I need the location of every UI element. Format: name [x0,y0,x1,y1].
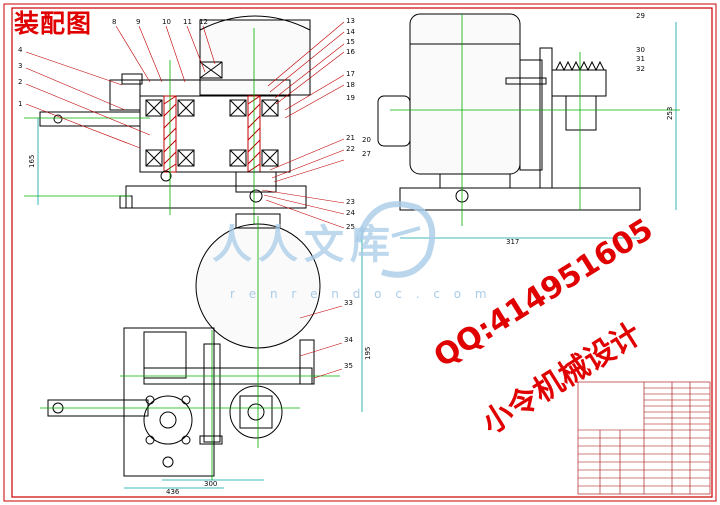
part-label: 25 [346,223,355,231]
top-lower-block [199,435,223,445]
front-bracket-cap [121,73,143,85]
part-label: 3 [18,62,22,70]
top-side-plate [299,339,315,385]
part-label: 29 [636,12,645,20]
inner-frame [11,7,713,498]
side-lever [505,77,547,85]
part-label: 33 [344,299,353,307]
top-gear-hub [247,403,265,421]
top-gear [229,385,283,439]
part-label: 16 [346,48,355,56]
side-base-plate [399,187,641,211]
title-block-rows [578,387,710,487]
dim-side-height: 253 [666,107,674,120]
front-lever-pin [53,114,63,124]
part-label: 10 [162,18,171,26]
dim-side-width: 317 [506,238,519,246]
front-leaders [25,21,345,229]
part-label: 31 [636,55,645,63]
front-motor-dome [199,15,311,31]
top-bolt-3 [145,435,155,445]
front-view [39,15,311,209]
top-base-bolt [162,456,174,468]
side-motor-flange [519,59,543,171]
part-label: 34 [344,336,353,344]
top-bolt-4 [181,435,191,445]
drawing-title: 装配图 [14,9,93,38]
part-label: 17 [346,70,355,78]
side-gear-housing [551,69,607,97]
part-label: 9 [136,18,140,26]
title-block [577,381,711,495]
dim-top-width-b: 300 [204,480,217,488]
part-label: 12 [199,18,208,26]
part-label: 19 [346,94,355,102]
part-label: 27 [362,150,371,158]
part-label: 18 [346,81,355,89]
side-motor-body [409,13,521,175]
front-lever-arm [39,111,141,127]
dim-top-height: 195 [364,347,372,360]
watermark-brand: 人人文库 [212,222,396,268]
front-bearings [145,61,279,167]
part-label: 14 [346,28,355,36]
part-label: 8 [112,18,116,26]
top-gear-square [239,395,273,429]
top-mount-plate [123,327,215,477]
top-bolt-2 [181,395,191,405]
side-motor-terminal-box [377,95,411,147]
part-label: 1 [18,100,22,108]
part-label: 4 [18,46,23,54]
dim-front-height: 165 [28,155,36,168]
side-dim-lines [400,22,677,239]
part-label: 32 [636,65,645,73]
side-view-lines [390,14,680,226]
top-flange [143,395,193,445]
part-label: 22 [346,145,355,153]
part-label: 11 [183,18,192,26]
part-label: 30 [636,46,645,54]
part-label: 2 [18,78,22,86]
outer-frame [3,3,717,502]
part-label: 21 [346,134,355,142]
part-label: 20 [362,136,371,144]
part-number-labels: 1 2 3 4 8 9 10 11 12 13 14 15 16 17 18 1… [18,12,645,370]
part-label: 13 [346,17,355,25]
part-label: 15 [346,38,355,46]
front-output-bolt [249,189,263,203]
side-motor-foot [439,173,511,189]
front-output-hub [235,171,277,193]
top-leaders [299,305,343,379]
watermark-logo [355,201,436,278]
top-bolt-1 [145,395,155,405]
front-view-lines [24,28,255,228]
part-label: 35 [344,362,353,370]
front-housing [139,95,291,173]
part-label: 23 [346,198,355,206]
dim-top-width-a: 436 [166,488,180,496]
top-gear-bracket [143,331,187,379]
part-label: 24 [346,209,355,217]
front-nut-left [160,170,172,182]
side-view [377,13,641,211]
top-dim-lines [124,226,363,489]
top-flange-hub [159,411,177,429]
watermark-url: r e n r e n d o c . c o m [230,287,492,301]
top-view-lines [40,216,340,480]
side-lower-block [565,95,597,131]
